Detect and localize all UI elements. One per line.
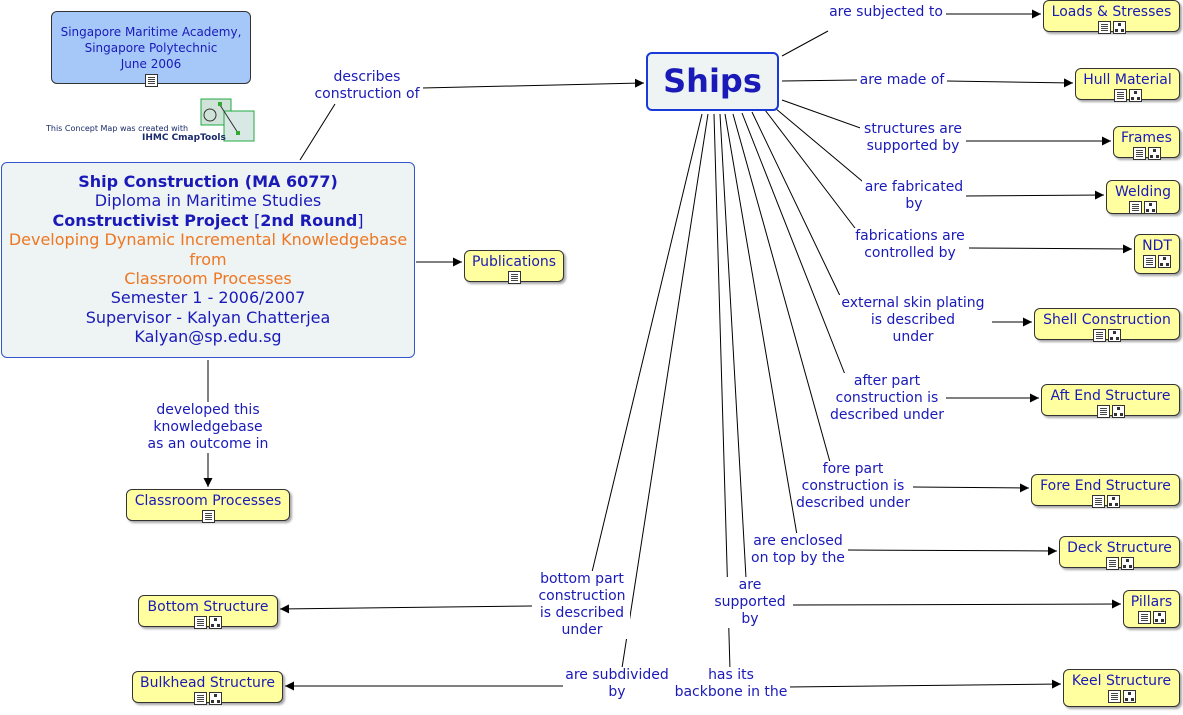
link-subjected-to: are subjected to xyxy=(826,4,946,21)
submap-icon[interactable] xyxy=(209,616,222,629)
document-icon[interactable] xyxy=(1132,147,1146,160)
document-icon[interactable] xyxy=(1096,405,1110,418)
submap-icon[interactable] xyxy=(1122,690,1136,703)
cmap-credit-brand: IHMC CmapTools xyxy=(142,133,226,143)
ships-concept[interactable]: Ships xyxy=(646,52,779,111)
project-round: Constructivist Project [2nd Round] xyxy=(52,210,364,230)
project-subtitle: Developing Dynamic Incremental Knowledge… xyxy=(8,230,408,250)
submap-icon[interactable] xyxy=(1108,329,1121,342)
concept-aft-end-structure[interactable]: Aft End Structure xyxy=(1041,384,1180,418)
document-icon[interactable] xyxy=(1143,255,1156,268)
document-icon[interactable] xyxy=(1107,690,1121,703)
submap-icon[interactable] xyxy=(208,692,222,705)
academy-line1: Singapore Maritime Academy, xyxy=(60,25,242,39)
document-icon[interactable] xyxy=(1093,329,1106,342)
document-icon[interactable] xyxy=(1113,89,1127,102)
concept-classroom-processes[interactable]: Classroom Processes xyxy=(126,489,290,523)
academy-info-box[interactable]: Singapore Maritime Academy, Singapore Po… xyxy=(51,11,251,87)
cmap-credit-text: This Concept Map was created with xyxy=(46,124,189,133)
project-subtitle-source: Classroom Processes xyxy=(124,269,292,289)
document-icon[interactable] xyxy=(507,271,521,284)
concept-publications[interactable]: Publications xyxy=(464,250,564,284)
supervisor: Supervisor - Kalyan Chatterjea xyxy=(85,307,331,327)
concept-fore-end-structure[interactable]: Fore End Structure xyxy=(1031,474,1180,508)
link-made-of: are made of xyxy=(857,72,947,89)
submap-icon[interactable] xyxy=(1158,255,1171,268)
cmaptools-credit: This Concept Map was created with IHMC C… xyxy=(46,97,258,143)
cmaptools-logo-icon xyxy=(200,98,255,142)
document-icon[interactable] xyxy=(201,510,215,523)
submap-icon[interactable] xyxy=(1112,21,1126,34)
concept-bulkhead-structure[interactable]: Bulkhead Structure xyxy=(132,671,283,705)
concept-hull-material[interactable]: Hull Material xyxy=(1075,68,1180,102)
document-icon[interactable] xyxy=(1129,201,1142,214)
email: Kalyan@sp.edu.sg xyxy=(134,327,282,347)
concept-frames[interactable]: Frames xyxy=(1113,126,1180,160)
concept-loads-stresses[interactable]: Loads & Stresses xyxy=(1043,0,1180,34)
document-icon[interactable] xyxy=(1091,495,1105,508)
course-title: Ship Construction (MA 6077) xyxy=(78,172,338,191)
submap-icon[interactable] xyxy=(1128,89,1142,102)
concept-bottom-structure[interactable]: Bottom Structure xyxy=(138,595,278,629)
document-icon[interactable] xyxy=(1137,611,1151,624)
academy-line3: June 2006 xyxy=(120,57,182,71)
concept-welding[interactable]: Welding xyxy=(1106,180,1180,214)
submap-icon[interactable] xyxy=(1106,495,1120,508)
project-subtitle-from: from xyxy=(189,249,227,269)
semester: Semester 1 - 2006/2007 xyxy=(110,288,306,308)
submap-icon[interactable] xyxy=(1147,147,1161,160)
document-icon[interactable] xyxy=(1097,21,1111,34)
submap-icon[interactable] xyxy=(1111,405,1125,418)
concept-shell-construction[interactable]: Shell Construction xyxy=(1034,308,1180,342)
document-icon[interactable] xyxy=(1105,557,1119,570)
submap-icon[interactable] xyxy=(1144,201,1157,214)
submap-icon[interactable] xyxy=(1152,611,1166,624)
concept-pillars[interactable]: Pillars xyxy=(1123,590,1180,628)
document-icon[interactable] xyxy=(194,616,207,629)
project-info-panel[interactable]: Ship Construction (MA 6077) Diploma in M… xyxy=(1,162,415,358)
academy-line2: Singapore Polytechnic xyxy=(84,41,218,55)
submap-icon[interactable] xyxy=(1120,557,1134,570)
diploma-name: Diploma in Maritime Studies xyxy=(94,191,322,211)
concept-ndt[interactable]: NDT xyxy=(1134,234,1180,274)
document-icon[interactable] xyxy=(193,692,207,705)
concept-deck-structure[interactable]: Deck Structure xyxy=(1059,536,1180,570)
concept-keel-structure[interactable]: Keel Structure xyxy=(1063,669,1180,707)
document-icon[interactable] xyxy=(144,74,158,87)
